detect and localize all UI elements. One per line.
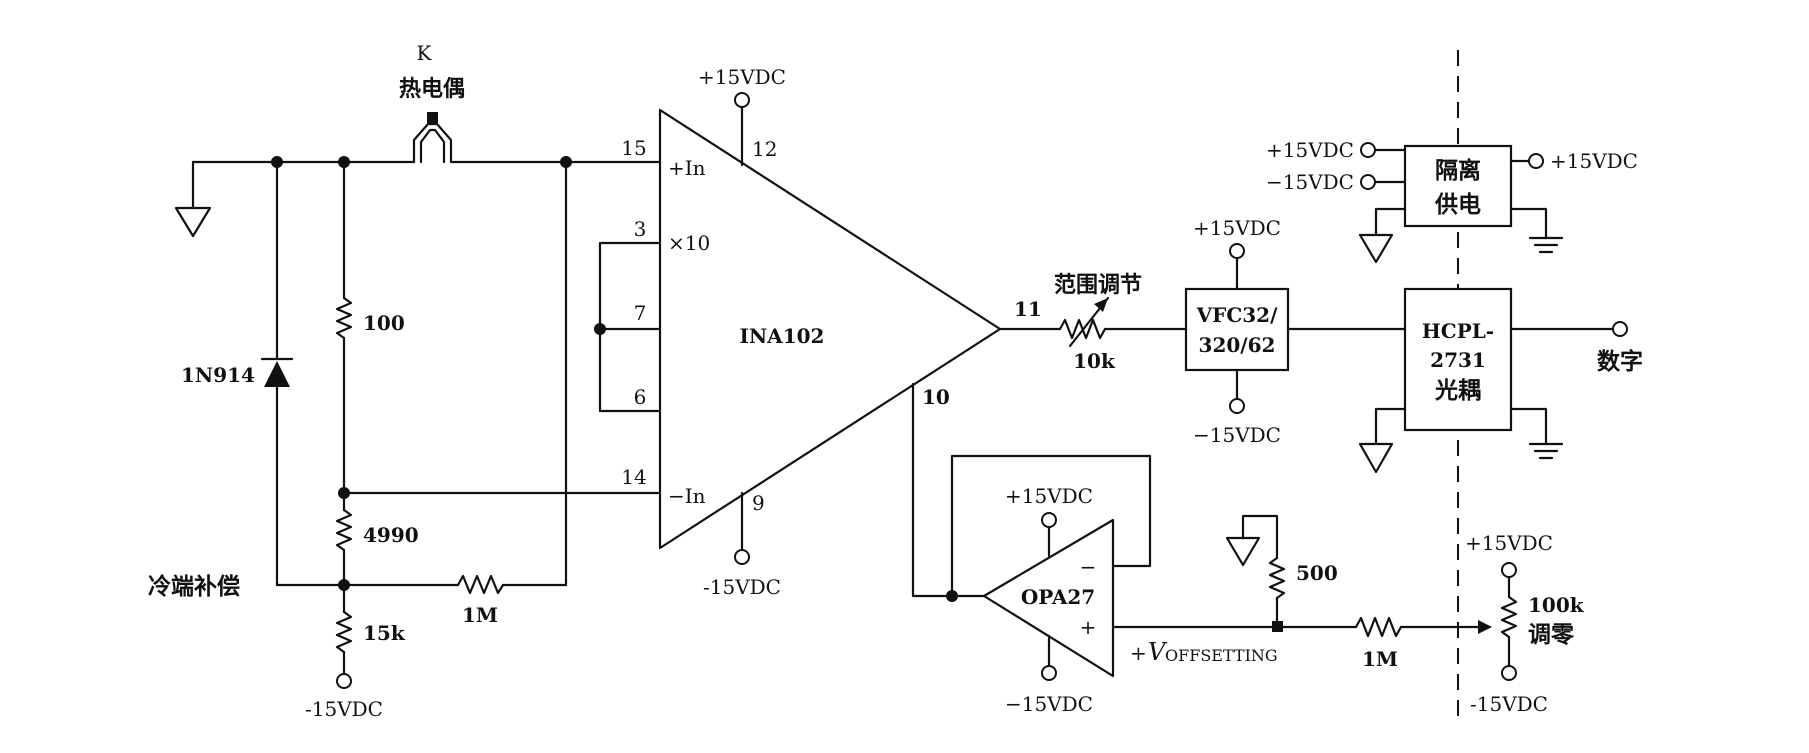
supply-neg-label-left: -15VDC bbox=[305, 697, 383, 721]
voffset-sub: OFFSETTING bbox=[1165, 646, 1278, 665]
ina102-name: INA102 bbox=[740, 324, 825, 348]
iso-out-pos-label: +15VDC bbox=[1550, 149, 1638, 173]
terminal-neg-supply bbox=[336, 673, 352, 689]
pin7: 7 bbox=[634, 301, 647, 325]
pin9: 9 bbox=[752, 491, 765, 515]
opto-line2: 2731 bbox=[1430, 348, 1486, 372]
terminal-pos-supply bbox=[1501, 562, 1517, 578]
pin15: 15 bbox=[621, 136, 646, 160]
thermocouple-type-label: K bbox=[417, 41, 433, 65]
r100k-label: 100k bbox=[1528, 593, 1585, 617]
terminal-neg-supply bbox=[1229, 398, 1245, 414]
voffset-v: V bbox=[1148, 638, 1168, 666]
wire-feedback bbox=[950, 454, 1152, 598]
opa27-name: OPA27 bbox=[1021, 585, 1095, 609]
supply-pos-label-vfc: +15VDC bbox=[1193, 216, 1281, 240]
cold-junction-label: 冷端补偿 bbox=[148, 573, 240, 600]
resistor-500 bbox=[1268, 556, 1286, 600]
ina102-amplifier bbox=[658, 108, 1002, 550]
terminal-neg-supply bbox=[734, 549, 750, 565]
supply-neg-label-opa: −15VDC bbox=[1005, 692, 1093, 716]
ground-symbol bbox=[1225, 536, 1261, 567]
resistor-15k bbox=[335, 610, 353, 654]
optocoupler-block bbox=[1403, 287, 1513, 432]
vfc-line2: 320/62 bbox=[1199, 333, 1276, 357]
thermocouple-label: 热电偶 bbox=[399, 76, 465, 102]
supply-pos-label-opa: +15VDC bbox=[1005, 484, 1093, 508]
resistor-1m-right bbox=[1354, 616, 1403, 638]
vfc-line1: VFC32/ bbox=[1196, 303, 1278, 327]
r100-label: 100 bbox=[363, 311, 405, 335]
resistor-1m-left bbox=[456, 574, 505, 595]
zero-adjust-label: 调零 bbox=[1528, 622, 1575, 648]
earth-ground-symbol bbox=[1509, 207, 1564, 254]
r4990-label: 4990 bbox=[363, 523, 419, 547]
pin10: 10 bbox=[922, 385, 950, 409]
thermocouple-symbol bbox=[412, 112, 453, 164]
r10k-label: 10k bbox=[1073, 349, 1116, 373]
ground-symbol bbox=[1358, 207, 1407, 264]
ground-symbol bbox=[1358, 407, 1407, 474]
variable-arrowhead bbox=[1094, 298, 1108, 312]
resistor-100 bbox=[335, 296, 353, 340]
terminal-pos-supply bbox=[1528, 153, 1544, 169]
diode-1n914 bbox=[260, 160, 294, 587]
terminal-pos-supply bbox=[1360, 142, 1376, 158]
earth-ground-symbol bbox=[1509, 407, 1564, 460]
pin3: 3 bbox=[634, 217, 647, 241]
r15k-label: 15k bbox=[363, 621, 406, 645]
r1m-right-label: 1M bbox=[1362, 647, 1398, 671]
diode-label: 1N914 bbox=[181, 363, 255, 387]
pin14: 14 bbox=[621, 465, 646, 489]
opa27-plus: + bbox=[1080, 615, 1097, 639]
supply-neg-label-pot: -15VDC bbox=[1470, 692, 1548, 716]
wiper-arrowhead bbox=[1478, 620, 1492, 634]
iso-in-pos-label: +15VDC bbox=[1266, 138, 1354, 162]
junction-dot bbox=[594, 323, 606, 335]
isolated-supply-line1: 隔离 bbox=[1435, 157, 1481, 184]
terminal-pos-supply bbox=[1229, 243, 1245, 259]
ground-symbol-left bbox=[174, 160, 212, 238]
resistor-4990 bbox=[335, 508, 353, 552]
r1m-left-label: 1M bbox=[462, 603, 498, 627]
terminal-neg-supply bbox=[1360, 174, 1376, 190]
potentiometer-100k bbox=[1500, 595, 1518, 639]
supply-pos-label-ina-top: +15VDC bbox=[698, 65, 786, 89]
pin3-label: ×10 bbox=[668, 231, 710, 255]
vfc32-block bbox=[1184, 287, 1290, 372]
terminal-pos-supply bbox=[1041, 512, 1057, 528]
supply-neg-label-ina-bottom: -15VDC bbox=[703, 575, 781, 599]
pin11: 11 bbox=[1014, 297, 1042, 321]
range-adjust-label: 范围调节 bbox=[1054, 273, 1142, 298]
wire-pin10 bbox=[911, 382, 954, 598]
opa27-minus: − bbox=[1080, 555, 1097, 579]
wire bbox=[1241, 514, 1279, 560]
pin15-label: +In bbox=[668, 156, 706, 180]
digital-label: 数字 bbox=[1597, 348, 1643, 375]
supply-neg-label-vfc: −15VDC bbox=[1193, 423, 1281, 447]
r500-label: 500 bbox=[1296, 561, 1338, 585]
supply-pos-label-pot: +15VDC bbox=[1465, 531, 1553, 555]
opto-line1: HCPL- bbox=[1422, 319, 1494, 343]
isolated-supply-block bbox=[1403, 144, 1513, 228]
terminal-pos-supply bbox=[734, 92, 750, 108]
pin12: 12 bbox=[752, 137, 777, 161]
terminal-neg-supply bbox=[1501, 665, 1517, 681]
voffset-plus: + bbox=[1130, 641, 1147, 665]
gain-bracket bbox=[598, 241, 662, 413]
terminal-neg-supply bbox=[1041, 665, 1057, 681]
isolated-supply-line2: 供电 bbox=[1434, 191, 1481, 218]
pin6: 6 bbox=[634, 385, 647, 409]
terminal-digital-out bbox=[1612, 321, 1628, 337]
iso-in-neg-label: −15VDC bbox=[1266, 170, 1354, 194]
opto-line3: 光耦 bbox=[1434, 378, 1481, 404]
pin14-label: −In bbox=[668, 484, 706, 508]
